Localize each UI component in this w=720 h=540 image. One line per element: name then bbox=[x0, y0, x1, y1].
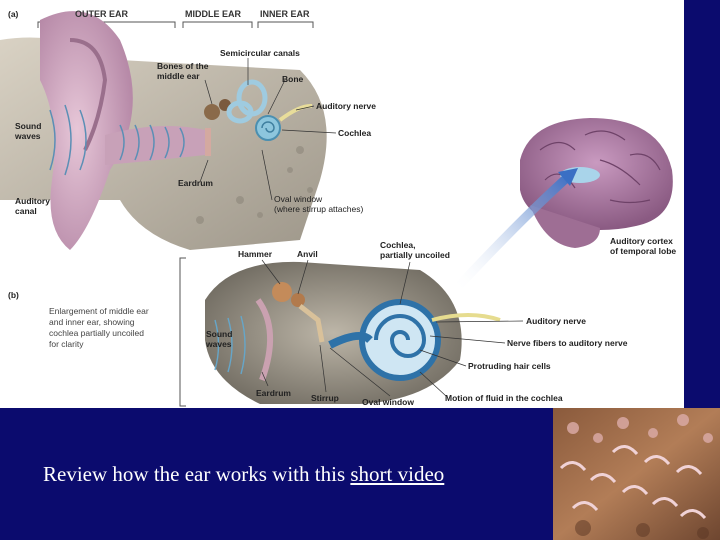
panel-b-caption: Enlargement of middle ear and inner ear,… bbox=[49, 306, 149, 349]
panel-b-label: (b) bbox=[8, 290, 19, 300]
leader-lines-a bbox=[199, 58, 337, 201]
panel-a-label: (a) bbox=[8, 9, 19, 19]
label-eardrum-b: Eardrum bbox=[256, 388, 291, 398]
label-auditory-canal: Auditory canal bbox=[15, 196, 50, 216]
label-semicircular-canals: Semicircular canals bbox=[220, 48, 300, 58]
hair-cells-micrograph bbox=[553, 408, 720, 540]
label-fluid-motion: Motion of fluid in the cochlea bbox=[445, 393, 563, 403]
label-oval-window-b: Oval window bbox=[362, 397, 414, 407]
short-video-link[interactable]: short video bbox=[350, 462, 445, 486]
label-auditory-nerve-b: Auditory nerve bbox=[526, 316, 586, 326]
label-hammer: Hammer bbox=[238, 249, 273, 259]
label-anvil: Anvil bbox=[297, 249, 318, 259]
label-auditory-cortex: Auditory cortex of temporal lobe bbox=[610, 236, 677, 256]
label-oval-window: Oval window (where stirrup attaches) bbox=[274, 194, 364, 214]
label-bone: Bone bbox=[282, 74, 304, 84]
label-eardrum: Eardrum bbox=[178, 178, 213, 188]
header-brackets bbox=[37, 21, 314, 28]
label-nerve-fibers: Nerve fibers to auditory nerve bbox=[507, 338, 628, 348]
footer-text-prefix: Review how the ear works with this bbox=[43, 462, 351, 486]
ear-anatomy-figure: (a) OUTER EAR MIDDLE EAR INNER EAR Semic… bbox=[0, 0, 684, 408]
brain-illustration bbox=[451, 118, 673, 294]
label-sound-waves: Sound waves bbox=[15, 121, 42, 141]
middle-ear-header: MIDDLE EAR bbox=[185, 9, 241, 19]
label-cochlea-uncoiled: Cochlea, partially uncoiled bbox=[380, 240, 450, 260]
panel-b-bracket bbox=[179, 257, 186, 407]
label-cochlea: Cochlea bbox=[338, 128, 372, 138]
outer-ear-header: OUTER EAR bbox=[75, 9, 129, 19]
ear-illustration bbox=[0, 11, 673, 407]
label-auditory-nerve: Auditory nerve bbox=[316, 101, 376, 111]
outer-ear-section bbox=[0, 11, 327, 251]
label-stirrup: Stirrup bbox=[311, 393, 339, 403]
footer-text: Review how the ear works with this short… bbox=[43, 462, 444, 487]
right-edge-strip bbox=[684, 0, 720, 408]
label-sound-waves-b: Sound waves bbox=[206, 329, 233, 349]
inner-ear-header: INNER EAR bbox=[260, 9, 310, 19]
middle-inner-ear-enlargement bbox=[205, 261, 501, 404]
label-bones-middle-ear: Bones of the middle ear bbox=[157, 61, 209, 81]
leader-lines-b bbox=[261, 259, 524, 397]
label-hair-cells: Protruding hair cells bbox=[468, 361, 551, 371]
